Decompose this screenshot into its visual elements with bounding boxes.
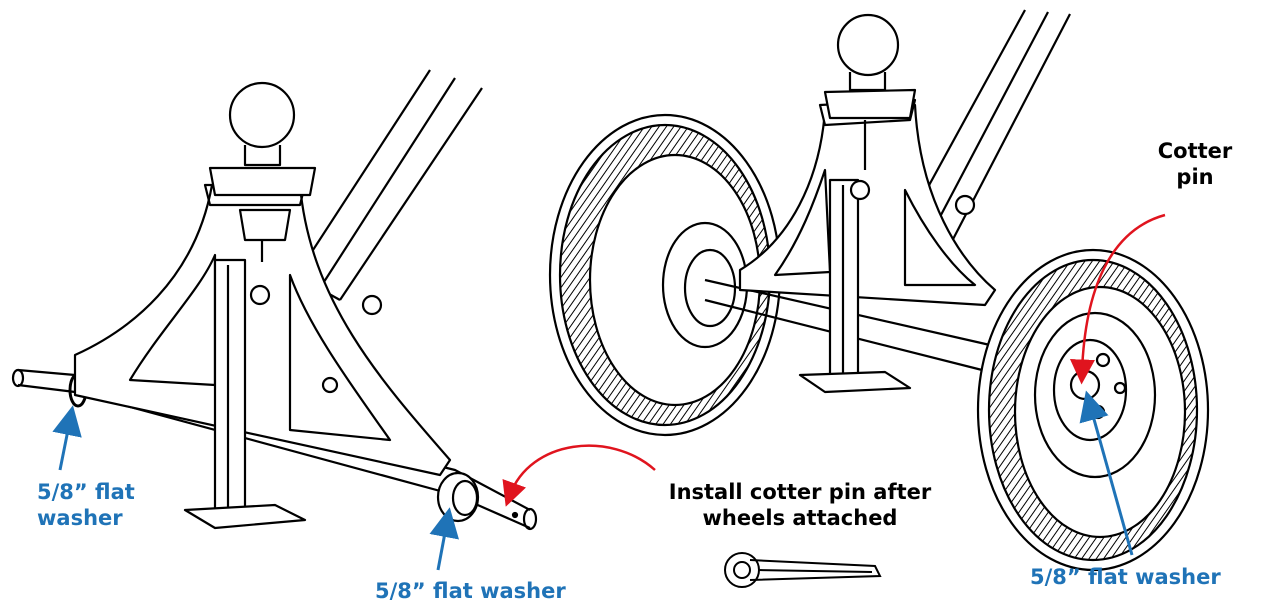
- washer-left-line2: washer: [37, 506, 123, 530]
- washer-mid-arrow: [429, 507, 459, 571]
- mid-washer-part: [436, 471, 480, 523]
- left-dolly-assembly: [11, 69, 538, 531]
- left-post: [183, 258, 307, 530]
- washer-mid-label: 5/8” flat washer: [375, 579, 566, 603]
- cotter-red-arrow: [1069, 213, 1166, 385]
- cotter-pin-label: Cotter pin: [1140, 138, 1250, 190]
- left-hitch-ball: [208, 81, 317, 262]
- washer-right-label: 5/8” flat washer: [1030, 565, 1221, 589]
- washer-left-label: 5/8” flat washer: [37, 479, 197, 531]
- cotter-line1: Cotter: [1157, 139, 1233, 163]
- left-handle-tube: [299, 69, 483, 301]
- install-instruction-label: Install cotter pin after wheels attached: [650, 479, 950, 531]
- washer-left-arrow: [52, 405, 82, 471]
- cotter-pin-icon: [724, 552, 882, 588]
- right-hitch-ball: [823, 13, 917, 170]
- right-post: [798, 178, 912, 394]
- washer-right-arrow: [1079, 390, 1134, 556]
- washer-left-line1: 5/8” flat: [37, 480, 135, 504]
- install-red-arrow: [502, 444, 656, 507]
- install-line1: Install cotter pin after: [668, 480, 932, 504]
- cotter-line2: pin: [1176, 165, 1214, 189]
- install-line2: wheels attached: [702, 506, 898, 530]
- back-wheel: [548, 113, 782, 437]
